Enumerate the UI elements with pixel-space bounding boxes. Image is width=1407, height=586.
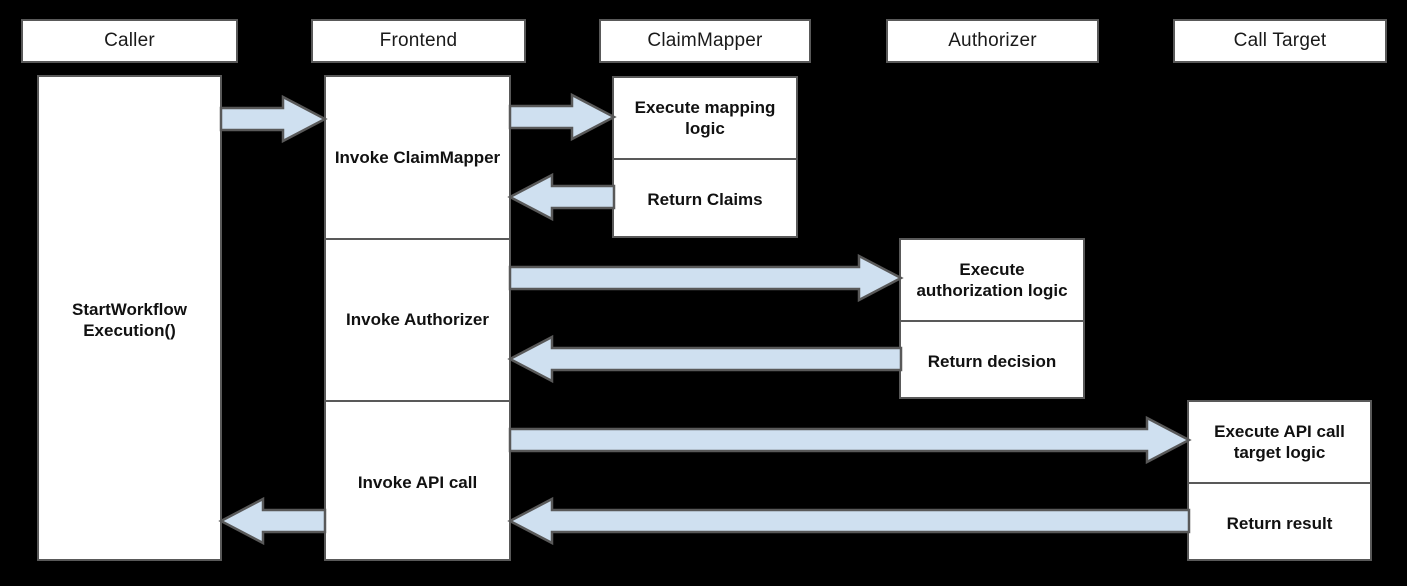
activation-label: Return Claims — [647, 190, 763, 210]
message-arrow-frontend-to-caller[interactable] — [218, 496, 327, 546]
lane-header-claimmapper[interactable]: ClaimMapper — [599, 19, 811, 63]
activation-label: Execute API call target logic — [1214, 421, 1345, 462]
activation-label: Invoke ClaimMapper — [334, 147, 501, 167]
lane-header-label: Frontend — [379, 30, 458, 51]
activation-label: Return decision — [927, 351, 1057, 371]
message-arrow-caller-to-frontend[interactable] — [219, 94, 328, 144]
activation-label: Execute authorization logic — [916, 259, 1068, 300]
message-arrow-frontend-to-claimmapper[interactable] — [508, 92, 617, 142]
lifeline-frontend: Invoke ClaimMapper Invoke Authorizer Inv… — [324, 75, 511, 561]
activation-calltarget-execute-api-call-target-logic[interactable]: Execute API call target logic — [1189, 402, 1370, 482]
activation-frontend-invoke-api-call[interactable]: Invoke API call — [326, 400, 509, 563]
lane-header-frontend[interactable]: Frontend — [311, 19, 526, 63]
lane-header-calltarget[interactable]: Call Target — [1173, 19, 1387, 63]
lane-header-caller[interactable]: Caller — [21, 19, 238, 63]
activation-label: StartWorkflow Execution() — [72, 299, 187, 340]
message-arrow-claimmapper-to-frontend[interactable] — [507, 172, 616, 222]
activation-frontend-invoke-authorizer[interactable]: Invoke Authorizer — [326, 238, 509, 400]
message-arrow-frontend-to-authorizer[interactable] — [508, 253, 904, 303]
activation-label: Execute mapping logic — [634, 97, 776, 138]
activation-label: Invoke Authorizer — [346, 310, 489, 330]
message-arrow-authorizer-to-frontend[interactable] — [507, 334, 903, 384]
lifeline-caller: StartWorkflow Execution() — [37, 75, 222, 561]
activation-calltarget-return-result[interactable]: Return result — [1189, 482, 1370, 563]
lane-header-label: ClaimMapper — [647, 30, 763, 51]
lifeline-claimmapper: Execute mapping logic Return Claims — [612, 76, 798, 238]
lifeline-calltarget: Execute API call target logic Return res… — [1187, 400, 1372, 561]
lane-header-label: Authorizer — [948, 30, 1037, 51]
lane-header-label: Call Target — [1233, 30, 1327, 51]
message-arrow-frontend-to-calltarget[interactable] — [508, 415, 1192, 465]
message-arrow-calltarget-to-frontend[interactable] — [507, 496, 1191, 546]
activation-caller-startworkflow[interactable]: StartWorkflow Execution() — [39, 77, 220, 563]
activation-authorizer-execute-authorization-logic[interactable]: Execute authorization logic — [901, 240, 1083, 320]
activation-claimmapper-return-claims[interactable]: Return Claims — [614, 158, 796, 240]
lane-header-authorizer[interactable]: Authorizer — [886, 19, 1099, 63]
activation-frontend-invoke-claimmapper[interactable]: Invoke ClaimMapper — [326, 77, 509, 238]
activation-authorizer-return-decision[interactable]: Return decision — [901, 320, 1083, 401]
lifeline-authorizer: Execute authorization logic Return decis… — [899, 238, 1085, 399]
activation-label: Invoke API call — [357, 472, 478, 492]
lane-header-label: Caller — [104, 30, 155, 51]
activation-claimmapper-execute-mapping-logic[interactable]: Execute mapping logic — [614, 78, 796, 158]
activation-label: Return result — [1226, 513, 1333, 533]
